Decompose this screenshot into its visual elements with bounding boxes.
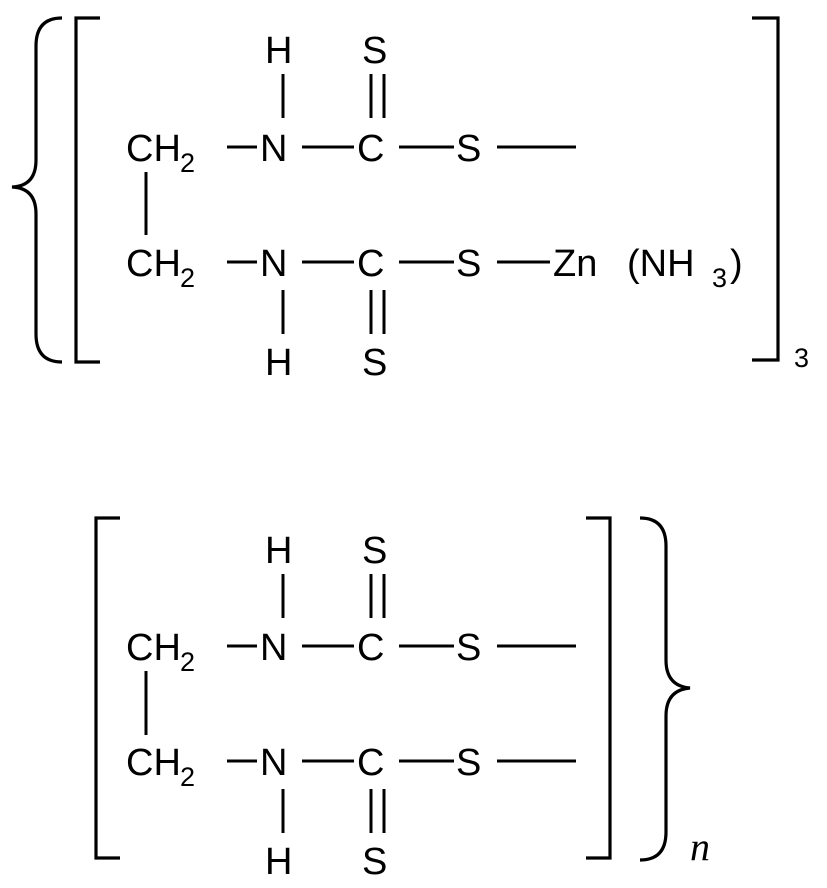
sulfur-atom: S — [456, 128, 481, 170]
ammonia-ligand-open: (NH — [627, 243, 695, 285]
hydrogen-atom: H — [265, 841, 292, 883]
zinc-atom: Zn — [553, 243, 597, 285]
left-square-bracket — [74, 16, 100, 364]
ch2-subscript: 2 — [180, 148, 195, 178]
hydrogen-atom: H — [265, 30, 292, 72]
brace-subscript: n — [690, 824, 710, 869]
nitrogen-atom: N — [260, 627, 287, 669]
ch2-subscript: 2 — [180, 263, 195, 293]
upper-chain: H S CH 2 N C S — [126, 530, 576, 677]
ch2-group: CH — [126, 128, 181, 170]
ch2-subscript: 2 — [180, 762, 195, 792]
sulfur-atom: S — [456, 742, 481, 784]
carbon-atom: C — [357, 128, 384, 170]
left-curly-brace — [11, 16, 63, 364]
ch2-group: CH — [126, 243, 181, 285]
nitrogen-atom: N — [260, 128, 287, 170]
left-square-bracket — [94, 516, 120, 860]
ch2-subscript: 2 — [180, 647, 195, 677]
structure-2: n H S CH 2 N C S CH 2 N C — [94, 516, 710, 883]
hydrogen-atom: H — [265, 530, 292, 572]
ammonia-ligand-subscript: 3 — [712, 263, 727, 293]
hydrogen-atom: H — [265, 342, 292, 384]
structure-1: 3 H S CH 2 N C S CH 2 N C — [11, 16, 809, 384]
ch2-group: CH — [126, 627, 181, 669]
right-curly-brace — [639, 516, 691, 862]
right-square-bracket — [752, 16, 780, 362]
carbon-atom: C — [357, 742, 384, 784]
nitrogen-atom: N — [260, 742, 287, 784]
sulfur-atom-bottom: S — [362, 342, 387, 384]
sulfur-atom-bottom: S — [362, 841, 387, 883]
carbon-atom: C — [357, 627, 384, 669]
right-square-bracket — [586, 516, 612, 860]
sulfur-atom: S — [456, 627, 481, 669]
lower-chain: CH 2 N C S Zn (NH 3 ) H S — [126, 243, 743, 384]
bracket-subscript: 3 — [794, 343, 809, 373]
sulfur-atom: S — [456, 243, 481, 285]
sulfur-atom-top: S — [362, 530, 387, 572]
carbon-atom: C — [357, 243, 384, 285]
upper-chain: H S CH 2 N C S — [126, 30, 576, 178]
ammonia-ligand-close: ) — [730, 243, 743, 285]
ch2-group: CH — [126, 742, 181, 784]
sulfur-atom-top: S — [362, 30, 387, 72]
nitrogen-atom: N — [260, 243, 287, 285]
lower-chain: CH 2 N C S H S — [126, 742, 576, 883]
